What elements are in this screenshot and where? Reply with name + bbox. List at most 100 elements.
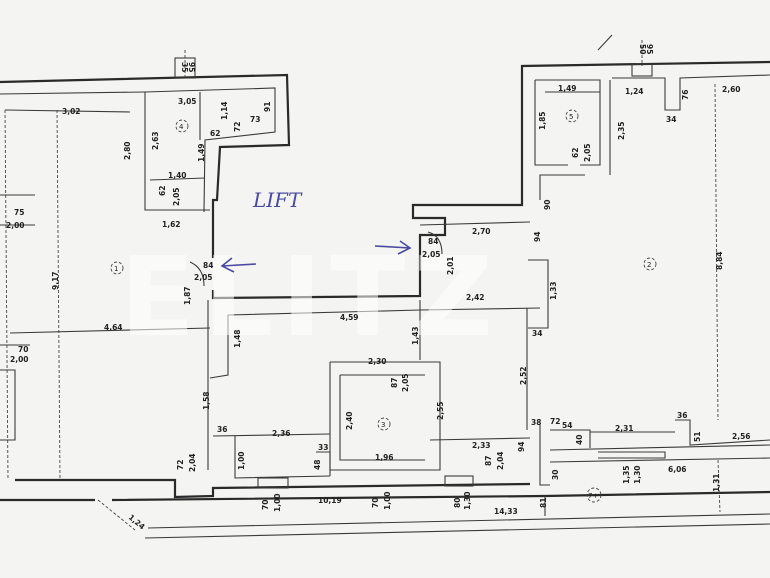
- dimension-label: 2,05: [172, 187, 181, 206]
- dimension-label: 2,33: [472, 441, 491, 450]
- dimension-label: 34: [666, 115, 676, 124]
- dimension-label: 91: [263, 102, 272, 112]
- dimension-label: 1,24: [625, 87, 644, 96]
- dimension-label: 94: [517, 442, 526, 452]
- dimension-label: 1,87: [183, 286, 192, 305]
- dimension-label: 6,06: [668, 465, 687, 474]
- dimension-label: 1,24: [127, 513, 147, 532]
- dimension-label: 62: [571, 148, 580, 158]
- dimension-label: 1,00: [383, 491, 392, 510]
- dimension-label: 73: [250, 115, 260, 124]
- room-number: 5: [569, 113, 573, 121]
- dimension-label: 3,05: [178, 97, 197, 106]
- handwritten-lift-note: LIFT: [252, 188, 303, 212]
- dimension-label: 1,85: [538, 111, 547, 130]
- dimension-label: 1,49: [558, 84, 577, 93]
- dimension-label: 1,49: [197, 143, 206, 162]
- dimension-label: 1,58: [202, 391, 211, 410]
- dimension-label: 4,64: [104, 323, 123, 332]
- dimension-label: 1,33: [549, 281, 558, 300]
- dimension-label: 2,52: [519, 366, 528, 385]
- dimension-label: 95: [645, 44, 654, 54]
- dimension-label: 62: [158, 186, 167, 196]
- dimension-label: 2,60: [722, 85, 741, 94]
- watermark-text: ELITZ: [120, 233, 501, 361]
- dimension-label: 33: [318, 443, 328, 452]
- dimension-label: 54: [562, 421, 572, 430]
- dimension-label: 2,30: [368, 357, 387, 366]
- dimension-label: 2,05: [401, 373, 410, 392]
- dimension-label: 1,30: [633, 465, 642, 484]
- dimension-label: 51: [693, 432, 702, 442]
- room-number: 1: [114, 265, 118, 273]
- dimension-label: 1,96: [375, 453, 394, 462]
- left-arrow-icon: [220, 257, 257, 273]
- dimension-label: 70: [261, 500, 270, 510]
- dimension-label: 81: [539, 498, 548, 508]
- dimension-label: 1,31: [712, 473, 721, 492]
- dimension-label: 34: [532, 329, 542, 338]
- dimension-label: 10,19: [318, 496, 342, 505]
- dimension-label: 14,33: [494, 507, 518, 516]
- dimension-label: 35: [180, 62, 189, 72]
- dimension-label: 87: [484, 456, 493, 466]
- dimension-label: 8,84: [715, 251, 724, 270]
- dimension-label: 72: [233, 122, 242, 132]
- dimension-label: 1,48: [233, 329, 242, 348]
- dimension-label: 2,36: [272, 429, 291, 438]
- dimension-label: 1,00: [273, 493, 282, 512]
- dimension-label: 4,59: [340, 313, 359, 322]
- dimension-label: 1,40: [168, 171, 187, 180]
- right-arrow-icon: [374, 240, 412, 255]
- dimension-label: 2,70: [472, 227, 491, 236]
- dimension-label: 2,04: [188, 453, 197, 472]
- dimension-label: 2,00: [6, 221, 25, 230]
- dimension-label: 75: [14, 208, 24, 217]
- dimension-label: 2,05: [583, 143, 592, 162]
- dimension-label: 76: [681, 90, 690, 100]
- dimension-labels: 3,02 3,05 2,80 2,63 1,14 91 73 72 62 1,4…: [6, 44, 751, 531]
- dimension-label: 1,14: [220, 101, 229, 120]
- dimension-label: 38: [531, 418, 541, 427]
- dimension-label: 2,04: [496, 451, 505, 470]
- dimension-label: 30: [551, 470, 560, 480]
- dimension-label: 50: [638, 44, 647, 54]
- dimension-label: 84: [428, 237, 438, 246]
- dimension-label: 36: [677, 411, 687, 420]
- dimension-label: 36: [217, 425, 227, 434]
- dimension-label: 2,63: [151, 131, 160, 150]
- dimension-label: 1,62: [162, 220, 181, 229]
- dimension-label: 72: [550, 417, 560, 426]
- dimension-label: 1,43: [411, 326, 420, 345]
- dimension-label: 48: [313, 460, 322, 470]
- dimension-label: 1,35: [622, 465, 631, 484]
- dimension-label: 9,17: [51, 271, 60, 290]
- dimension-label: 2,31: [615, 424, 634, 433]
- dimension-label: 80: [453, 498, 462, 508]
- dimension-label: 62: [210, 129, 220, 138]
- room-number: 2: [647, 261, 651, 269]
- dimension-label: 87: [390, 378, 399, 388]
- dimension-label: 2,35: [617, 121, 626, 140]
- dimension-label: 70: [18, 345, 28, 354]
- dimension-label: 2,05: [194, 273, 213, 282]
- dimension-label: 1,00: [237, 451, 246, 470]
- dimension-label: 2,40: [345, 411, 354, 430]
- dimension-label: 70: [371, 498, 380, 508]
- dimension-label: 2,56: [732, 432, 751, 441]
- dimension-label: 40: [575, 435, 584, 445]
- dimension-label: 2,42: [466, 293, 485, 302]
- walls: [0, 34, 770, 539]
- room-numbers: 1 2 3 4 5 7+: [110, 109, 657, 503]
- dimension-label: 2,01: [446, 256, 455, 275]
- dimension-label: 94: [533, 232, 542, 242]
- dimension-label: 90: [543, 200, 552, 210]
- dimension-label: 3,02: [62, 107, 81, 116]
- dimension-label: 2,00: [10, 355, 29, 364]
- dimension-label: 2,80: [123, 141, 132, 160]
- dimension-label: 2,55: [436, 401, 445, 420]
- room-number: 7+: [588, 492, 598, 500]
- dimension-label: 72: [176, 460, 185, 470]
- dimension-label: 95: [187, 62, 196, 72]
